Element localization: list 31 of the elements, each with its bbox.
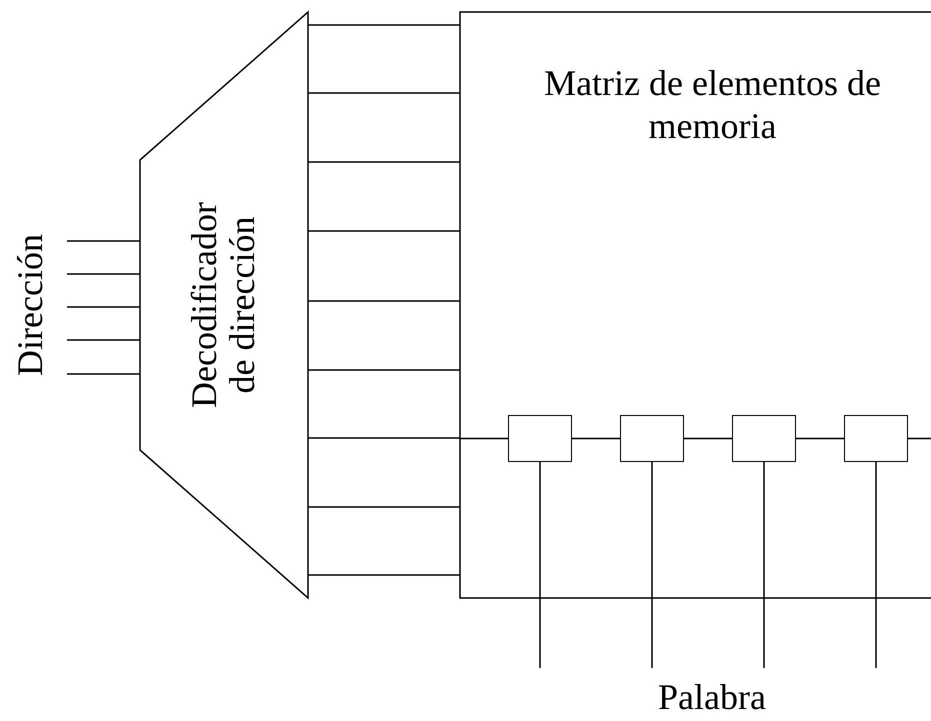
wire — [539, 462, 541, 668]
wire — [308, 369, 460, 371]
wire — [796, 438, 844, 440]
wire — [308, 437, 460, 439]
wire — [67, 306, 140, 308]
wire — [67, 373, 140, 375]
wire — [460, 438, 508, 440]
wire — [308, 230, 460, 232]
wire — [308, 506, 460, 508]
memory-cell — [732, 415, 796, 462]
memory-cell — [844, 415, 908, 462]
wire — [67, 240, 140, 242]
wire — [67, 273, 140, 275]
wire — [763, 462, 765, 668]
matrix-label: Matriz de elementos de memoria — [543, 62, 882, 148]
wire — [875, 462, 877, 668]
decoder-label: Decodificador de dirección — [186, 202, 262, 408]
memory-cell — [508, 415, 572, 462]
wire — [684, 438, 732, 440]
output-label: Palabra — [658, 676, 766, 718]
wire — [308, 574, 460, 576]
wire — [651, 462, 653, 668]
wire — [308, 92, 460, 94]
wire — [908, 438, 931, 440]
wire — [572, 438, 620, 440]
input-label: Dirección — [9, 234, 51, 376]
wire — [308, 300, 460, 302]
wire — [67, 339, 140, 341]
memory-cell — [620, 415, 684, 462]
wire — [308, 24, 460, 26]
wire — [308, 161, 460, 163]
